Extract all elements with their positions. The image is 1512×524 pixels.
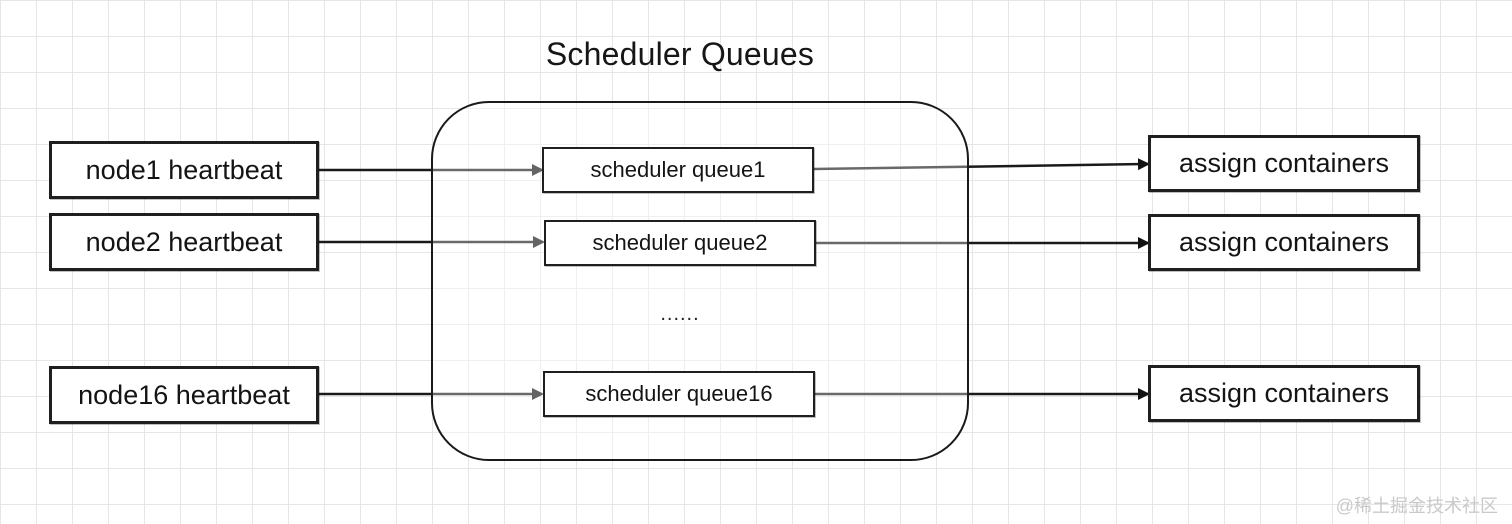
- node16-heartbeat-box: node16 heartbeat: [49, 366, 319, 424]
- scheduler-queue1-box: scheduler queue1: [542, 147, 814, 193]
- scheduler-queue16-box: scheduler queue16: [543, 371, 815, 417]
- assign-containers-box-1: assign containers: [1148, 135, 1420, 192]
- assign-containers-box-2: assign containers: [1148, 214, 1420, 271]
- node1-heartbeat-box: node1 heartbeat: [49, 141, 319, 199]
- diagram-title: Scheduler Queues: [545, 36, 815, 72]
- node2-heartbeat-box: node2 heartbeat: [49, 213, 319, 271]
- scheduler-queue2-box: scheduler queue2: [544, 220, 816, 266]
- assign-containers-box-16: assign containers: [1148, 365, 1420, 422]
- watermark-text: @稀土掘金技术社区: [1335, 496, 1498, 516]
- ellipsis-text: ......: [660, 303, 700, 325]
